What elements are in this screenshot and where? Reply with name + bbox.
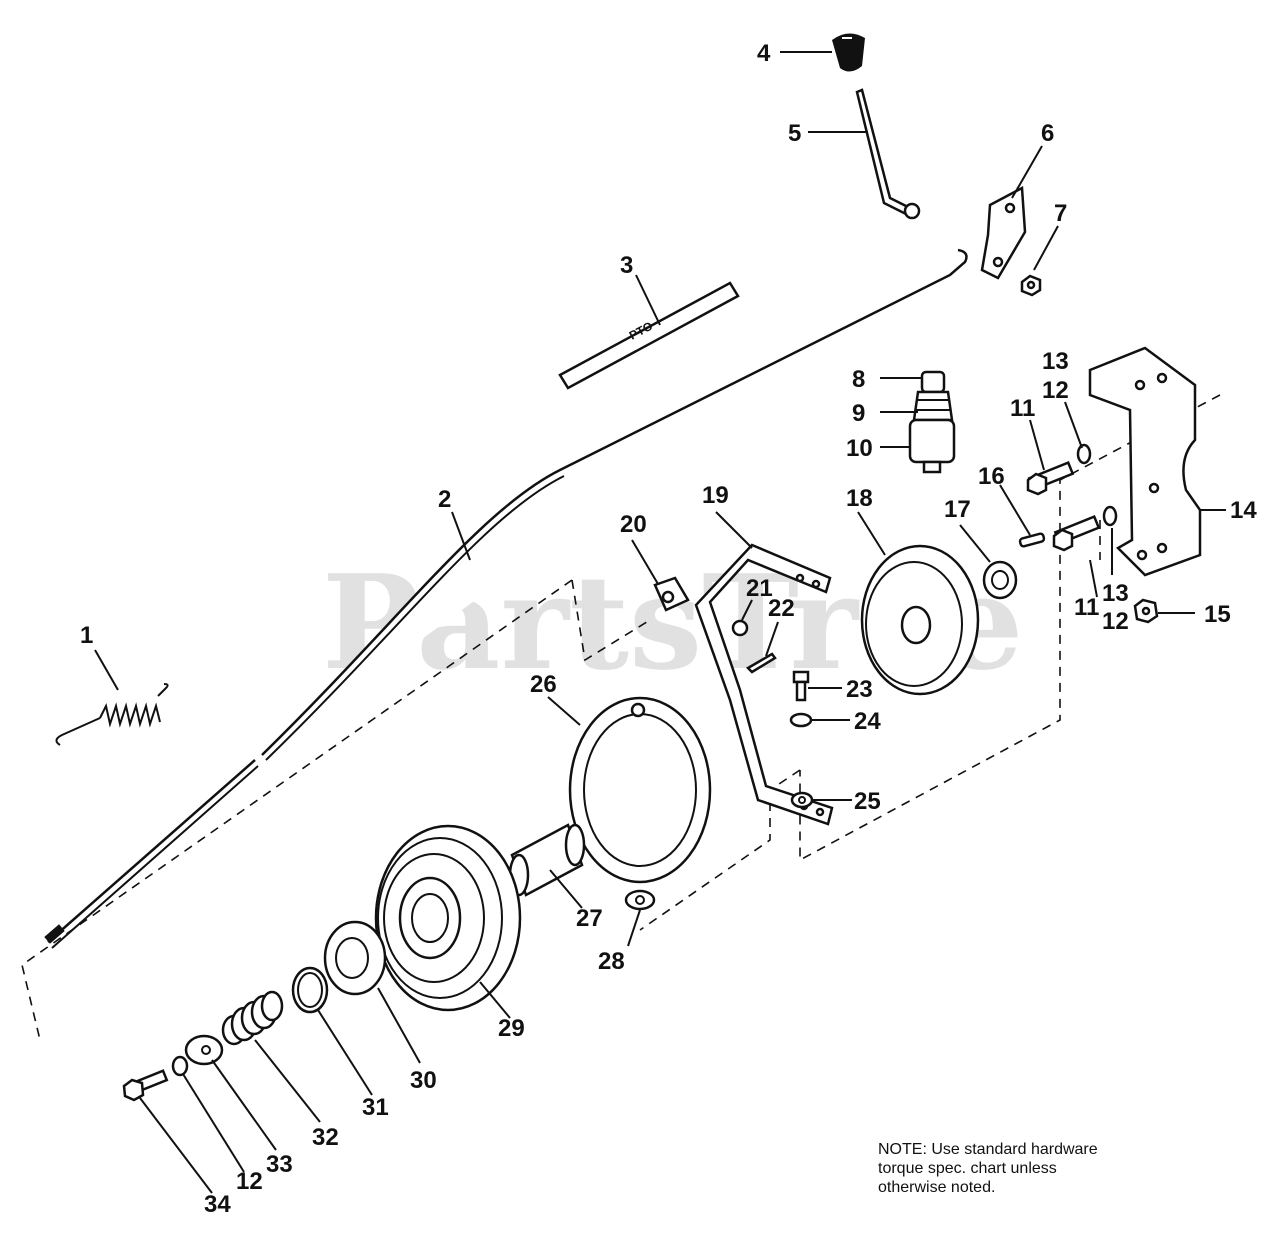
part-17-bushing [982,560,1018,600]
part-11-12-13-hardware-lower [1052,505,1118,552]
callout-26: 26 [530,671,557,698]
callout-2: 2 [438,486,451,513]
part-34-bolt [122,1069,169,1102]
leader-lines [94,51,1226,1194]
callout-19: 19 [702,482,729,509]
callout-22: 22 [768,595,795,622]
torque-note: NOTE: Use standard hardware torque spec.… [878,1140,1178,1197]
part-23-bolt [792,670,810,702]
callout-1: 1 [80,622,93,649]
callout-7: 7 [1054,200,1067,227]
part-15-nut [1133,598,1159,624]
part-30-bearing [323,920,387,996]
part-11-12-13-hardware-upper [1026,443,1092,496]
callout-10: 10 [846,435,873,462]
callout-11-lower: 11 [1074,594,1099,621]
part-20-collar [653,576,690,612]
part-16-pin [1018,532,1046,548]
callout-13-lower: 13 [1102,580,1129,607]
callout-33: 33 [266,1151,293,1178]
callout-25: 25 [854,788,881,815]
part-24-washer [789,712,813,728]
callout-27: 27 [576,905,603,932]
part-1-spring [55,683,169,746]
callout-20: 20 [620,511,647,538]
callout-17: 17 [944,496,971,523]
callout-14: 14 [1230,497,1257,524]
callout-24: 24 [854,708,881,735]
note-line-1: NOTE: Use standard hardware [878,1141,1098,1158]
part-27-sleeve [508,823,586,897]
note-line-2: torque spec. chart unless [878,1160,1057,1177]
callout-4: 4 [757,40,771,67]
callout-18: 18 [846,485,873,512]
part-25-washer [790,791,814,809]
part-5-lever-rod [855,88,921,220]
callout-3: 3 [620,252,633,279]
callout-5: 5 [788,120,801,147]
note-line-3: otherwise noted. [878,1179,996,1196]
callout-30: 30 [410,1067,437,1094]
callout-12-lower-right: 12 [1102,608,1129,635]
part-12-lock-washer [171,1055,189,1077]
part-33-washer [184,1034,224,1066]
callout-34: 34 [204,1191,231,1218]
part-26-brake-band [568,696,712,884]
callout-28: 28 [598,948,625,975]
callout-15: 15 [1204,601,1231,628]
part-7-nut [1020,274,1042,297]
callout-11-upper: 11 [1010,395,1035,422]
part-29-double-pulley [374,824,522,1012]
callout-29: 29 [498,1015,525,1042]
callout-12-upper: 12 [1042,377,1069,404]
part-2-pto-rod [44,248,968,949]
callout-12-lower-left: 12 [236,1168,263,1195]
callout-21: 21 [746,575,773,602]
part-8-10-switch [908,370,956,474]
part-6-bracket [980,185,1027,280]
callout-9: 9 [852,400,865,427]
assembly-dashed-lines [21,394,1221,1041]
callout-32: 32 [312,1124,339,1151]
part-28-washer [624,889,656,911]
part-22-cotter-pin [745,652,777,674]
part-18-pulley-disc [860,544,980,696]
callout-31: 31 [362,1094,389,1121]
part-21-washer [731,619,749,637]
callout-13-upper: 13 [1042,348,1069,375]
callout-8: 8 [852,366,865,393]
part-3-decal: PTO [558,281,740,390]
part-4-knob [832,33,865,72]
part-14-mounting-bracket [1088,346,1202,577]
part-32-spring [221,990,284,1046]
part-31-snap-ring [291,966,329,1014]
callout-labels: 1 2 3 4 5 6 7 8 9 10 11 11 12 12 12 13 1… [80,40,1257,1218]
callout-6: 6 [1041,120,1054,147]
callout-23: 23 [846,676,873,703]
callout-16: 16 [978,463,1005,490]
